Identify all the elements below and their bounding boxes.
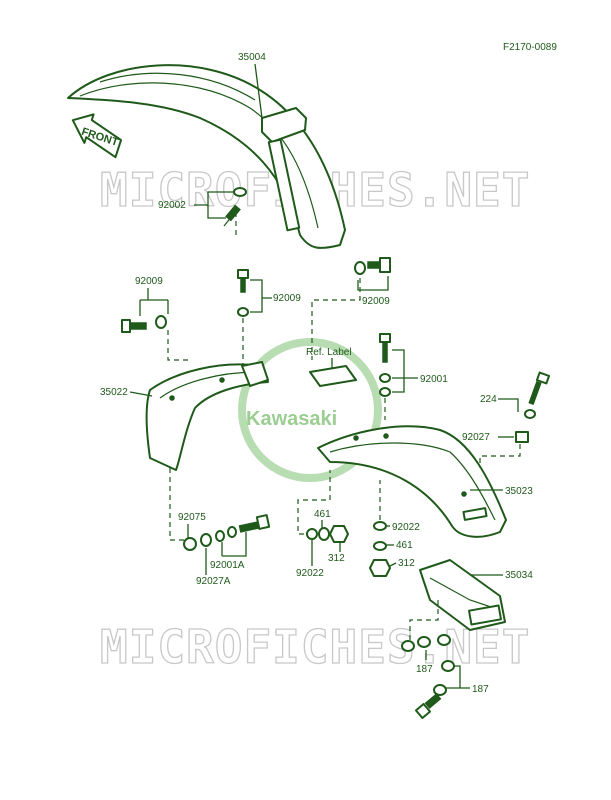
bolt-92009-right-icon [354, 257, 391, 275]
callout-187-left: 187 [416, 664, 433, 675]
bolt-92009-center-icon [237, 269, 249, 317]
callout-92009-left: 92009 [135, 276, 163, 287]
callout-92002: 92002 [158, 200, 186, 211]
callout-92022-right: 92022 [392, 522, 420, 533]
fasteners-middle-icon [306, 525, 349, 543]
bolt-224-icon [515, 371, 551, 443]
callout-35004: 35004 [238, 52, 266, 63]
fasteners-right-icon [369, 521, 391, 577]
callout-92075: 92075 [178, 512, 206, 523]
front-arrow-icon: FRONT [71, 113, 123, 159]
rear-fender [317, 425, 507, 538]
callout-92009-right: 92009 [362, 296, 390, 307]
callout-461-right: 461 [396, 540, 413, 551]
kawasaki-logo: Kawasaki [238, 338, 382, 482]
callout-92022-left: 92022 [296, 568, 324, 579]
callout-35034: 35034 [505, 570, 533, 581]
ref-label-sticker [309, 365, 357, 387]
callout-35022: 35022 [100, 387, 128, 398]
callout-35023: 35023 [505, 486, 533, 497]
logo-text: Kawasaki [246, 408, 337, 430]
callout-92001: 92001 [420, 374, 448, 385]
bolt-92009-left-icon [121, 315, 167, 333]
ref-label-text: Ref. Label [306, 347, 352, 358]
front-fender [67, 64, 346, 249]
drawing-number: F2170-0089 [503, 42, 557, 53]
callout-92027A: 92027A [196, 576, 231, 587]
callout-461-left: 461 [314, 509, 331, 520]
callout-312-left: 312 [328, 553, 345, 564]
bolt-92001-icon [379, 333, 391, 397]
callout-224: 224 [480, 394, 497, 405]
callout-187-right: 187 [472, 684, 489, 695]
callout-92001A: 92001A [210, 560, 245, 571]
callout-312-right: 312 [398, 558, 415, 569]
fasteners-bottom-icon [401, 634, 455, 720]
license-bracket [419, 559, 506, 631]
callout-92027: 92027 [462, 432, 490, 443]
callout-92009-center: 92009 [273, 293, 301, 304]
inner-fender [145, 361, 269, 471]
fasteners-left-icon [183, 514, 271, 551]
